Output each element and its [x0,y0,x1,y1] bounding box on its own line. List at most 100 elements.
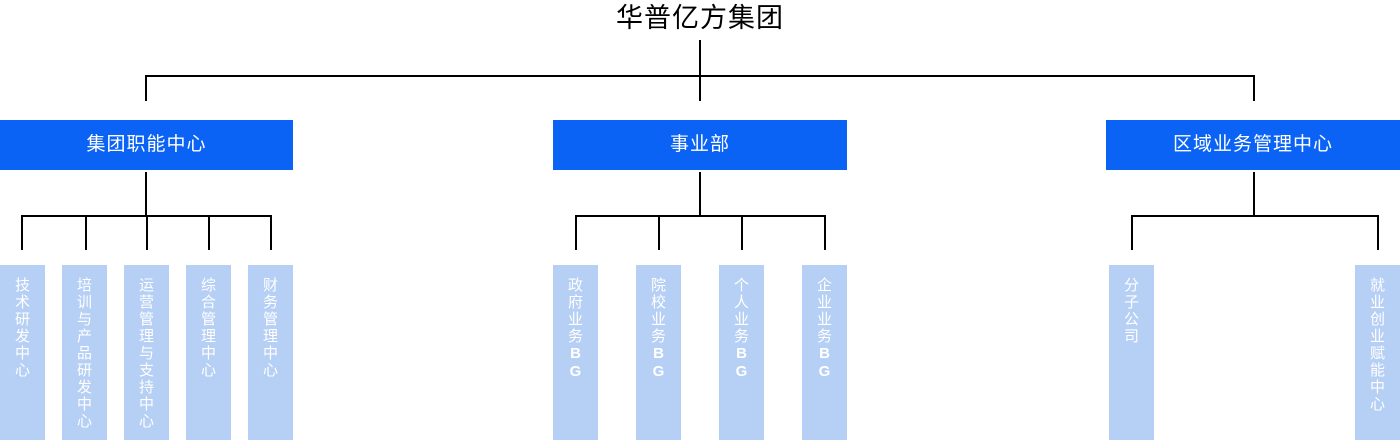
node-label-char: 中 [76,396,92,413]
node-label-char: 务 [816,328,832,345]
node-group-regional-child-1[interactable]: 分子公司 [1109,265,1154,440]
node-label-char: 个 [733,277,749,294]
node-label-char: B [570,345,581,362]
node-label-char: 心 [1369,396,1385,413]
node-label-char: 人 [733,294,749,311]
node-label-char: 术 [14,294,30,311]
node-label-char: 院 [650,277,666,294]
node-label-char: 技 [14,277,30,294]
node-label-char: 中 [14,345,30,362]
node-label-char: 产 [76,328,92,345]
node-group-functional-child-3[interactable]: 运营管理与支持中心 [124,265,169,440]
node-label-char: 务 [733,328,749,345]
node-group-functional-child-1[interactable]: 技术研发中心 [0,265,45,440]
node-group-functional-child-2[interactable]: 培训与产品研发中心 [62,265,107,440]
node-label-char: 心 [76,413,92,430]
node-label-char: 创 [1369,311,1385,328]
node-label-char: 业 [1369,328,1385,345]
node-label-char: 府 [567,294,583,311]
node-label-char: 心 [14,362,30,379]
node-label-char: 企 [816,277,832,294]
node-label-char: 中 [138,396,154,413]
node-label-char: 训 [76,294,92,311]
node-label-char: 中 [1369,379,1385,396]
node-label-vertical: 就业创业赋能中心 [1355,265,1400,413]
connector-g2-drop-1 [575,215,577,250]
connector-root-drop-right [1253,75,1255,101]
node-label-char: 管 [262,311,278,328]
chart-root-title: 华普亿方集团 [616,3,784,33]
node-label-char: 合 [200,294,216,311]
node-label-char: 管 [200,311,216,328]
connector-g2-drop-2 [658,215,660,250]
connector-root-drop-left [145,75,147,101]
node-label-char: 财 [262,277,278,294]
node-label-char: 司 [1123,328,1139,345]
node-label-char: 研 [14,311,30,328]
node-label-char: 心 [138,413,154,430]
node-label-char: 务 [650,328,666,345]
node-label-char: 发 [14,328,30,345]
node-label-char: 中 [262,345,278,362]
connector-g1-drop-2 [85,215,87,250]
node-label-char: 业 [650,311,666,328]
node-label-vertical: 技术研发中心 [0,265,45,379]
node-label-char: 赋 [1369,345,1385,362]
node-label-char: 业 [816,294,832,311]
connector-g1-drop-1 [21,215,23,250]
node-label-vertical: 分子公司 [1109,265,1154,345]
node-group-functional-child-5[interactable]: 财务管理中心 [248,265,293,440]
node-label-vertical: 运营管理与支持中心 [124,265,169,430]
node-label-vertical: 培训与产品研发中心 [62,265,107,430]
node-label-char: 子 [1123,294,1139,311]
node-label-char: 务 [567,328,583,345]
node-label-char: G [818,363,831,380]
node-group-business-units[interactable]: 事业部 [553,120,847,170]
node-label-char: 管 [138,311,154,328]
node-label-char: 品 [76,345,92,362]
node-label-char: 运 [138,277,154,294]
connector-g3-stem [1253,172,1255,217]
node-label-char: 能 [1369,362,1385,379]
node-group-regional[interactable]: 区域业务管理中心 [1106,120,1400,170]
node-label-char: 支 [138,362,154,379]
node-label-char: 心 [200,362,216,379]
node-label-vertical: 财务管理中心 [248,265,293,379]
node-label-char: 业 [1369,294,1385,311]
node-label-vertical: 综合管理中心 [186,265,231,379]
node-label-char: 理 [200,328,216,345]
node-label-char: 中 [200,345,216,362]
node-label-char: 业 [816,311,832,328]
node-label-char: 政 [567,277,583,294]
node-label-char: 就 [1369,277,1385,294]
connector-g2-bus [575,215,825,217]
node-label-char: 研 [76,362,92,379]
connector-g2-drop-3 [741,215,743,250]
connector-g1-drop-5 [270,215,272,250]
node-label-char: 与 [76,311,92,328]
node-group-functional[interactable]: 集团职能中心 [0,120,293,170]
node-group-functional-child-4[interactable]: 综合管理中心 [186,265,231,440]
node-label-char: 业 [733,311,749,328]
node-label-char: 理 [138,328,154,345]
node-label-char: G [569,363,582,380]
node-label-char: 务 [262,294,278,311]
node-label-char: 业 [567,311,583,328]
node-label-char: 心 [262,362,278,379]
node-label-char: G [735,363,748,380]
node-label-char: 发 [76,379,92,396]
node-label-char: 分 [1123,277,1139,294]
connector-root-stem [699,40,701,76]
node-label-char: 综 [200,277,216,294]
node-group-regional-child-2[interactable]: 就业创业赋能中心 [1355,265,1400,440]
node-label-char: B [819,345,830,362]
connector-g2-drop-4 [824,215,826,250]
